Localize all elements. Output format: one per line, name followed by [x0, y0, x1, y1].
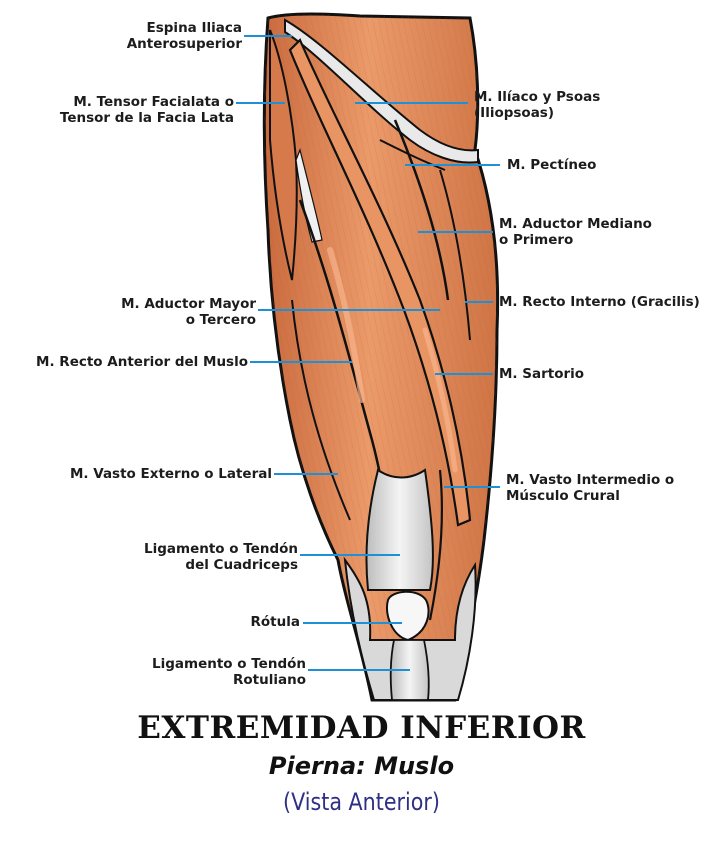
- pectineus-line: [379, 139, 446, 171]
- adductor-line-1: [393, 119, 450, 301]
- label-aductor-mediano: M. Aductor Mediano o Primero: [499, 216, 652, 248]
- label-line: Tensor de la Facia Lata: [59, 110, 234, 126]
- muscle-fibers: [264, 14, 498, 700]
- label-line: Ligamento o Tendón: [152, 656, 306, 672]
- label-espina-iliaca: Espina Iliaca Anterosuperior: [127, 20, 242, 52]
- label-pectineo: M. Pectíneo: [507, 157, 596, 173]
- label-line: o Tercero: [185, 312, 256, 328]
- label-recto-interno: M. Recto Interno (Gracilis): [499, 294, 700, 310]
- label-tensor-facia-lata: M. Tensor Facialata o Tensor de la Facia…: [60, 94, 234, 126]
- adductor-line-2: [439, 169, 471, 341]
- label-vasto-externo: M. Vasto Externo o Lateral: [70, 466, 272, 482]
- label-line: M. Sartorio: [499, 366, 585, 382]
- label-line: Rótula: [250, 614, 300, 630]
- vastus-medial-line: [428, 469, 444, 621]
- sartorius-muscle: [288, 38, 472, 527]
- tensor-fascia-lata: [269, 29, 298, 281]
- label-rotula: Rótula: [251, 614, 300, 630]
- muscle-highlight-1: [327, 247, 365, 403]
- label-line: M. Ilíaco y Psoas: [474, 89, 601, 105]
- label-line: Músculo Crural: [506, 488, 620, 504]
- label-line: M. Pectíneo: [507, 157, 597, 173]
- knee-capsule: [343, 556, 477, 701]
- label-iliaco-psoas: M. Ilíaco y Psoas (Iliopsoas): [474, 89, 600, 121]
- label-line: M. Vasto Intermedio o: [506, 472, 675, 488]
- inguinal-ligament: [284, 18, 479, 164]
- label-line: M. Tensor Facialata o: [73, 94, 234, 110]
- label-line: del Cuadriceps: [185, 557, 298, 573]
- label-line: o Primero: [499, 232, 574, 248]
- leader-lines: [236, 35, 500, 671]
- label-line: Espina Iliaca: [146, 20, 242, 36]
- diagram-title: EXTREMIDAD INFERIOR: [137, 710, 586, 746]
- label-line: M. Aductor Mayor: [121, 296, 256, 312]
- label-vasto-intermedio: M. Vasto Intermedio o Músculo Crural: [506, 472, 674, 504]
- label-sartorio: M. Sartorio: [499, 366, 584, 382]
- label-aductor-mayor: M. Aductor Mayor o Tercero: [121, 296, 256, 328]
- label-line: M. Recto Interno (Gracilis): [499, 294, 700, 310]
- quadriceps-tendon: [365, 468, 434, 591]
- label-line: Anterosuperior: [126, 36, 242, 52]
- label-line: (Iliopsoas): [474, 105, 555, 121]
- label-tendon-rotuliano: Ligamento o Tendón Rotuliano: [152, 656, 306, 688]
- label-line: M. Aductor Mediano: [499, 216, 652, 232]
- label-line: M. Vasto Externo o Lateral: [69, 466, 272, 482]
- diagram-subtitle: Pierna: Muslo: [268, 752, 455, 780]
- diagram-view-caption: (Vista Anterior): [283, 788, 440, 816]
- muscle-highlight-2: [422, 327, 458, 473]
- label-tendon-cuadriceps: Ligamento o Tendón del Cuadriceps: [144, 541, 298, 573]
- label-recto-anterior: M. Recto Anterior del Muslo: [36, 354, 248, 370]
- label-line: M. Recto Anterior del Muslo: [36, 354, 248, 370]
- label-line: Rotuliano: [233, 672, 306, 688]
- iliotibial-band: [295, 148, 323, 243]
- label-line: Ligamento o Tendón: [144, 541, 298, 557]
- vastus-lateral-line: [291, 299, 351, 521]
